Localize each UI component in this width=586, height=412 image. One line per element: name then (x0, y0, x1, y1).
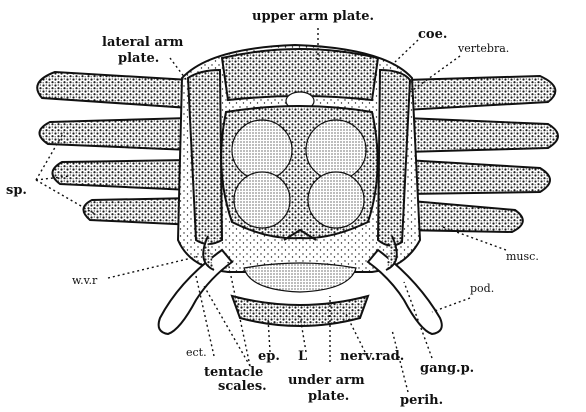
label-sp: sp. (6, 183, 27, 198)
vertebra-muscle-ur (306, 120, 366, 180)
podium-right (368, 250, 442, 334)
spine-left-1 (37, 72, 190, 108)
label-under-arm-plate-line1: under arm (288, 373, 365, 388)
podium-left (159, 250, 232, 334)
label-gang-p: gang.p. (420, 361, 474, 376)
label-nerv-rad: nerv.rad. (340, 349, 404, 364)
label-tentacle-scales-line1: tentacle (204, 365, 263, 380)
vertebra-muscle-ul (232, 120, 292, 180)
label-ect: ect. (186, 346, 207, 359)
label-ep: ep. (258, 349, 280, 364)
spine-right-3 (405, 160, 550, 194)
label-perih: perih. (400, 393, 443, 408)
left-spines (37, 72, 195, 225)
label-pod: pod. (470, 282, 494, 295)
label-lateral-arm-plate-line1: lateral arm (102, 35, 184, 50)
right-spines (400, 76, 558, 232)
spine-right-2 (405, 118, 558, 152)
spine-right-1 (405, 76, 555, 110)
spine-left-2 (39, 118, 190, 150)
spine-left-3 (52, 160, 190, 190)
label-coe: coe. (418, 27, 447, 42)
radial-nerve (244, 263, 356, 292)
label-vertebra: vertebra. (457, 42, 509, 55)
under-arm-plate (232, 296, 368, 326)
label-lateral-arm-plate-line2: plate. (118, 51, 159, 66)
label-tentacle-scales-line2: scales. (218, 379, 267, 394)
label-under-arm-plate-line2: plate. (308, 389, 349, 404)
vertebra-muscle-lr (308, 172, 364, 228)
label-L: L (298, 349, 307, 364)
label-musc: musc. (506, 250, 539, 263)
label-wvr: w.v.r (72, 274, 98, 287)
vertebra-muscle-ll (234, 172, 290, 228)
label-upper-arm-plate: upper arm plate. (252, 9, 374, 24)
